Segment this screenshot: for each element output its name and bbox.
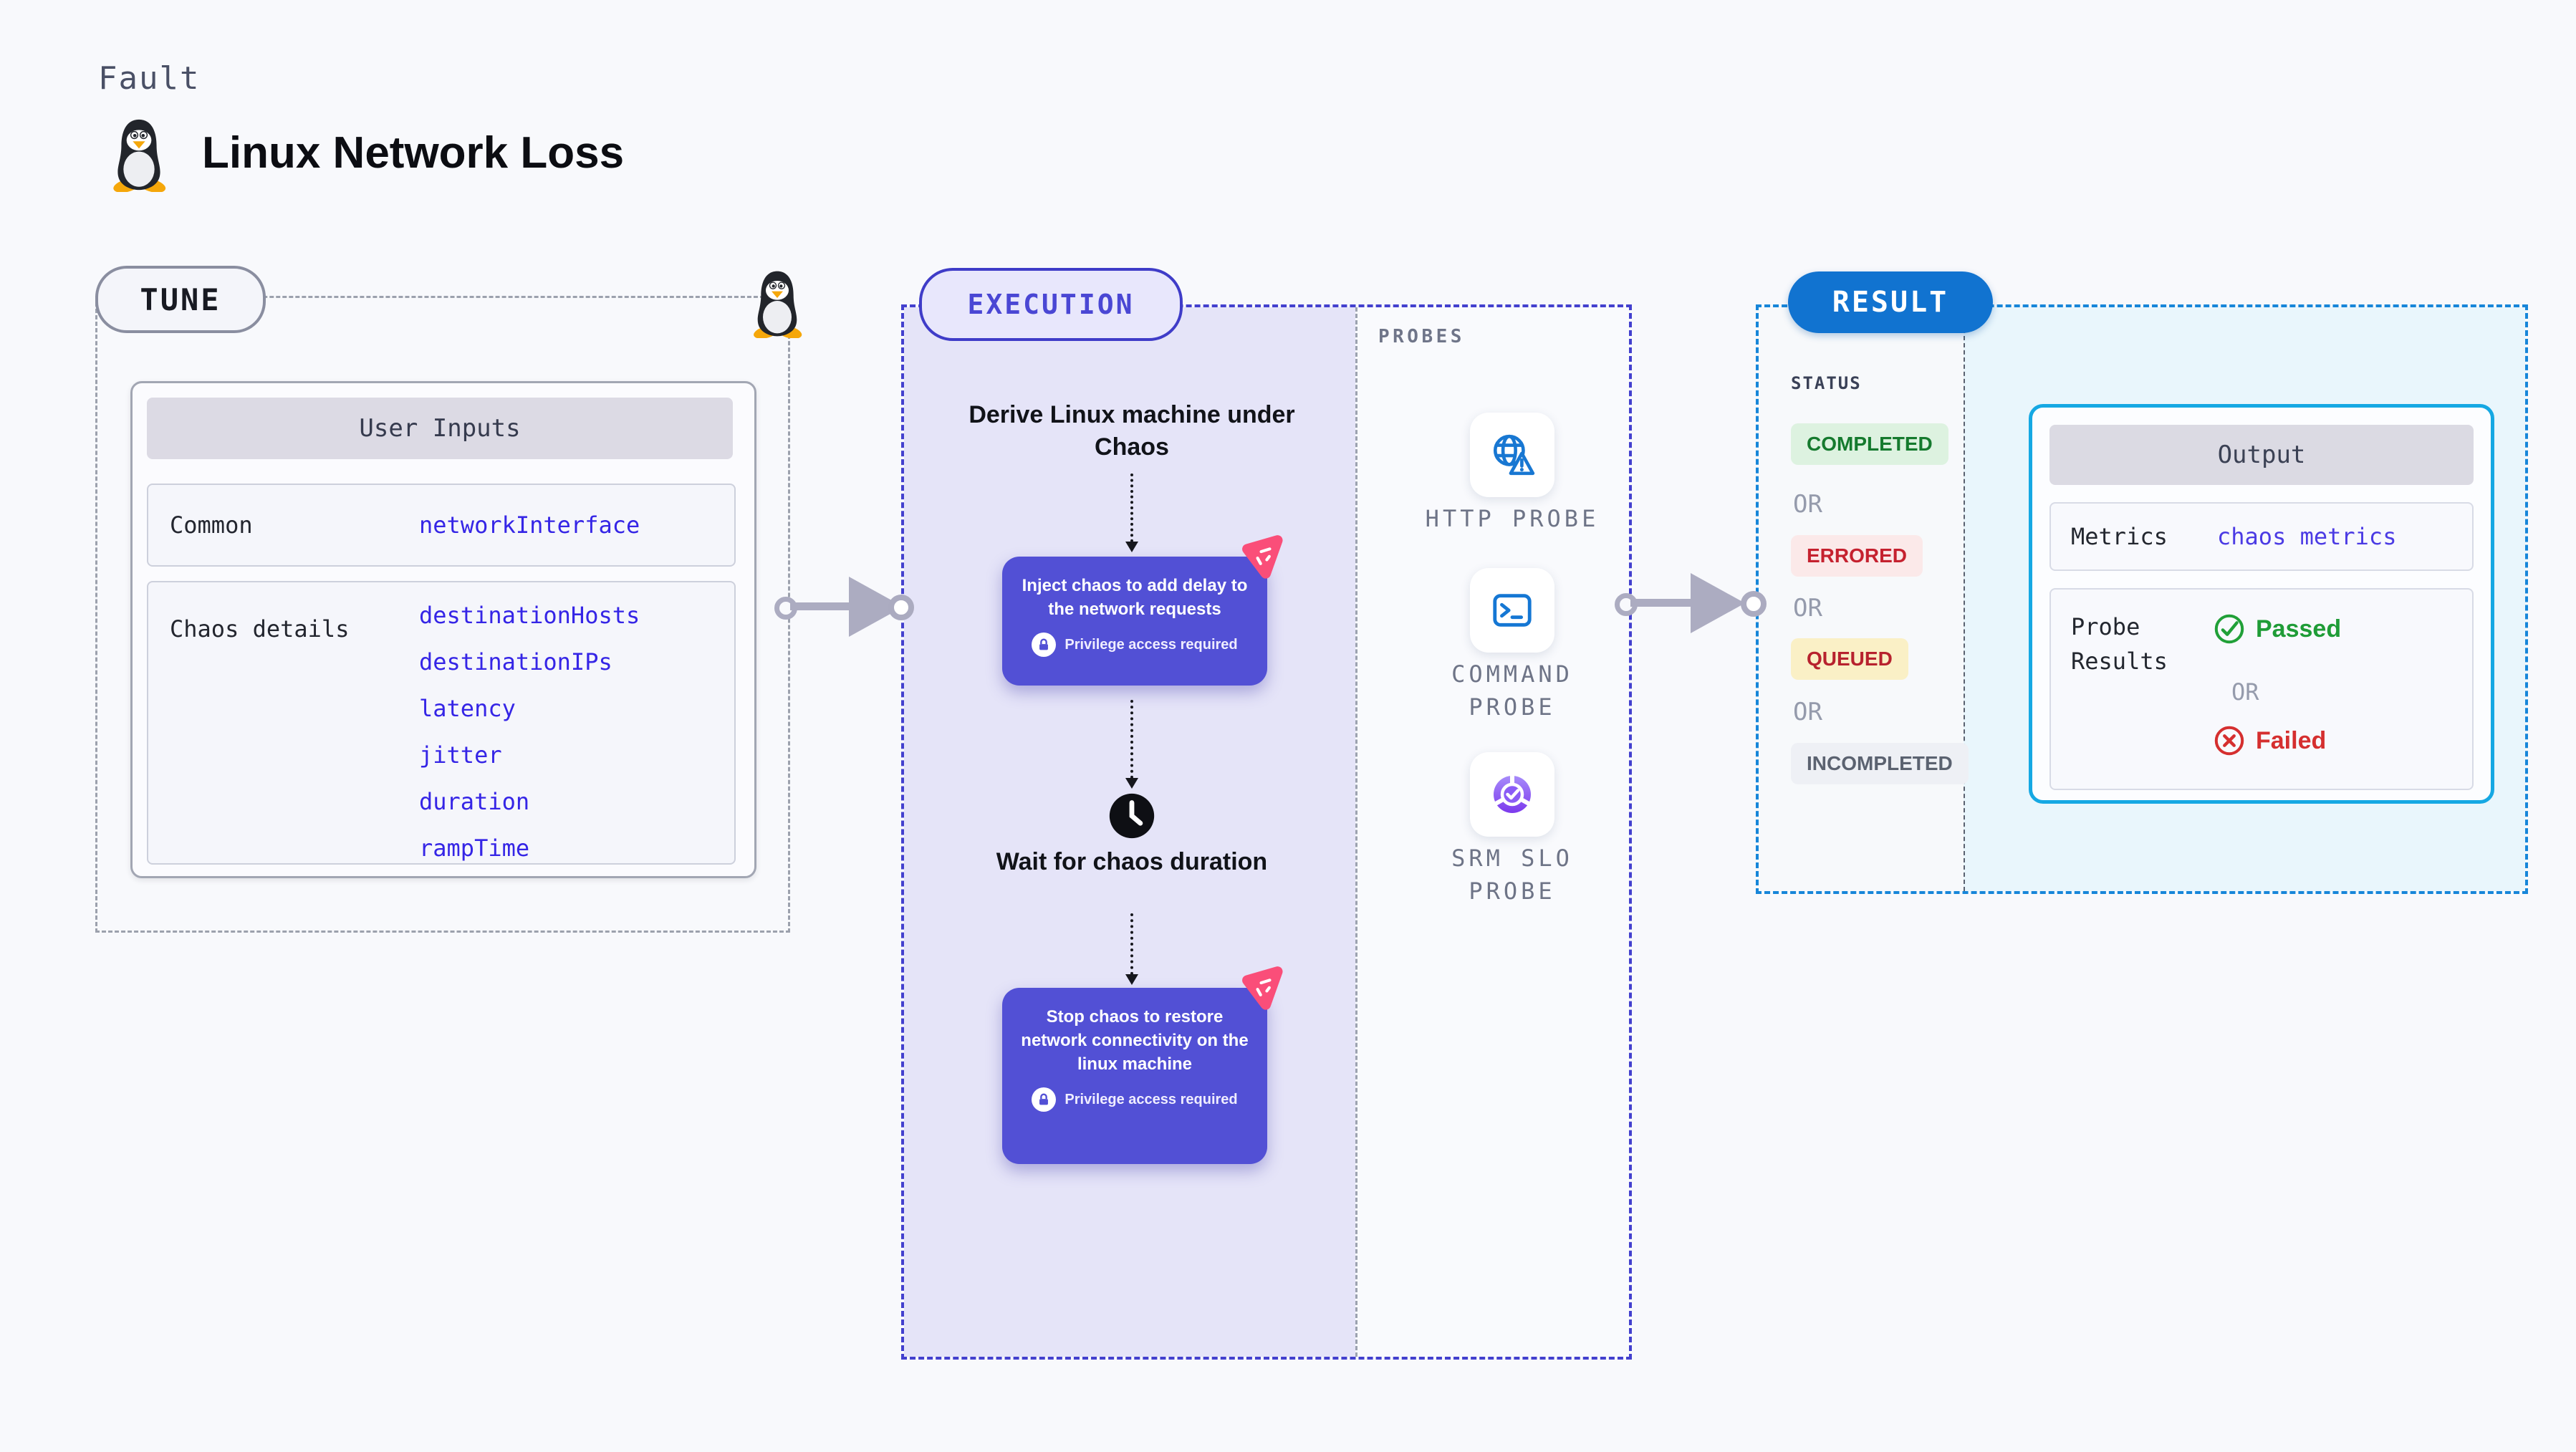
passed-label: Passed: [2256, 615, 2342, 643]
row-label: Chaos details: [170, 615, 350, 643]
tune-badge: TUNE: [95, 266, 266, 333]
flow-arrow: [774, 573, 916, 639]
status-column-label: STATUS: [1791, 373, 1862, 393]
arrow-head: [1125, 974, 1138, 985]
lock-icon: [1032, 1087, 1057, 1112]
row-label: Common: [170, 511, 253, 539]
metrics-row: Metrics chaos metrics: [2049, 502, 2474, 571]
dotted-connector: [1125, 913, 1138, 985]
srm-slo-probe-card: [1470, 752, 1554, 837]
status-badge: QUEUED: [1791, 638, 1908, 680]
arrow-end-dot: [888, 595, 914, 620]
metrics-value-link: chaos metrics: [2217, 523, 2397, 550]
result-badge: RESULT: [1788, 271, 1993, 333]
chaos-burst-icon: [1237, 532, 1291, 586]
clock-icon: [1107, 792, 1156, 840]
probes-section-label: PROBES: [1378, 326, 1465, 347]
status-badge: COMPLETED: [1791, 423, 1948, 465]
dotted-connector: [1125, 473, 1138, 552]
arrow-head: [1125, 542, 1138, 552]
flow-arrow: [1615, 569, 1767, 635]
execution-badge: EXECUTION: [919, 268, 1183, 341]
probe-label: HTTP PROBE: [1425, 505, 1600, 532]
http-probe-card: [1470, 413, 1554, 497]
output-card: Output Metrics chaos metrics Probe Resul…: [2029, 404, 2494, 804]
chaos-burst-icon: [1237, 963, 1291, 1017]
table-row: Chaos details destinationHosts destinati…: [147, 581, 736, 865]
or-separator: OR: [1793, 594, 1822, 622]
privilege-label: Privilege access required: [1064, 636, 1238, 653]
arrow-head: [1691, 573, 1745, 633]
arrow-end-dot: [1741, 591, 1767, 617]
status-badge: INCOMPLETED: [1791, 743, 1969, 784]
slo-donut-icon: [1493, 774, 1532, 813]
input-value: networkInterface: [419, 511, 640, 539]
table-row: Common networkInterface: [147, 484, 736, 567]
probes-divider: [1355, 307, 1357, 1357]
input-value: duration: [419, 788, 530, 815]
fault-kicker: Fault: [98, 60, 201, 97]
user-inputs-header: User Inputs: [147, 398, 733, 459]
dotted-connector: [1125, 700, 1138, 789]
step-title: Stop chaos to restore network connectivi…: [1021, 1007, 1249, 1074]
passed-verdict: Passed: [2213, 612, 2341, 645]
derive-step-label: Derive Linux machine under Chaos: [969, 401, 1295, 461]
failed-verdict: Failed: [2213, 724, 2326, 757]
arrow-line: [1630, 599, 1702, 607]
user-inputs-card: User Inputs Common networkInterface Chao…: [130, 381, 756, 878]
input-value: jitter: [419, 741, 502, 769]
or-separator: OR: [1793, 490, 1822, 519]
inject-chaos-step: Inject chaos to add delay to the network…: [1002, 535, 1283, 686]
result-region: STATUS COMPLETED OR ERRORED OR QUEUED OR…: [1756, 304, 2528, 894]
status-divider: [1964, 307, 1965, 891]
stop-chaos-step: Stop chaos to restore network connectivi…: [1002, 966, 1283, 1164]
probe-label: SRM SLO PROBE: [1451, 845, 1573, 905]
step-title: Inject chaos to add delay to the network…: [1022, 576, 1248, 620]
input-value: latency: [419, 695, 516, 722]
page-title: Linux Network Loss: [202, 128, 625, 178]
tux-penguin-small-icon: [746, 269, 808, 339]
status-badge: ERRORED: [1791, 535, 1923, 577]
linux-tux-icon: [105, 117, 173, 193]
failed-label: Failed: [2256, 726, 2327, 754]
globe-warning-icon: [1493, 434, 1535, 476]
metrics-label: Metrics: [2071, 523, 2168, 550]
or-separator: OR: [1793, 698, 1822, 726]
input-value: destinationHosts: [419, 602, 640, 629]
input-value-list: destinationHosts destinationIPs latency …: [419, 601, 640, 862]
wait-step-label: Wait for chaos duration: [996, 848, 1268, 875]
terminal-icon: [1493, 594, 1532, 627]
lock-icon: [1032, 633, 1057, 658]
arrow-line: [790, 602, 856, 610]
probe-label: COMMAND PROBE: [1451, 660, 1573, 721]
or-separator: OR: [2231, 678, 2259, 706]
input-value: destinationIPs: [419, 648, 612, 675]
check-circle-icon: [2214, 614, 2244, 644]
x-circle-icon: [2214, 726, 2244, 756]
output-header: Output: [2049, 425, 2474, 485]
command-probe-card: [1470, 568, 1554, 653]
probe-results-row: Probe Results Passed OR Failed: [2049, 588, 2474, 790]
arrow-head: [1125, 778, 1138, 789]
privilege-row: Privilege access required: [1012, 1087, 1257, 1112]
execution-region: Derive Linux machine under Chaos Inject …: [901, 304, 1632, 1360]
input-value: rampTime: [419, 835, 530, 862]
privilege-label: Privilege access required: [1064, 1091, 1238, 1107]
probe-results-label: Probe Results: [2071, 613, 2168, 675]
privilege-row: Privilege access required: [1012, 633, 1257, 658]
